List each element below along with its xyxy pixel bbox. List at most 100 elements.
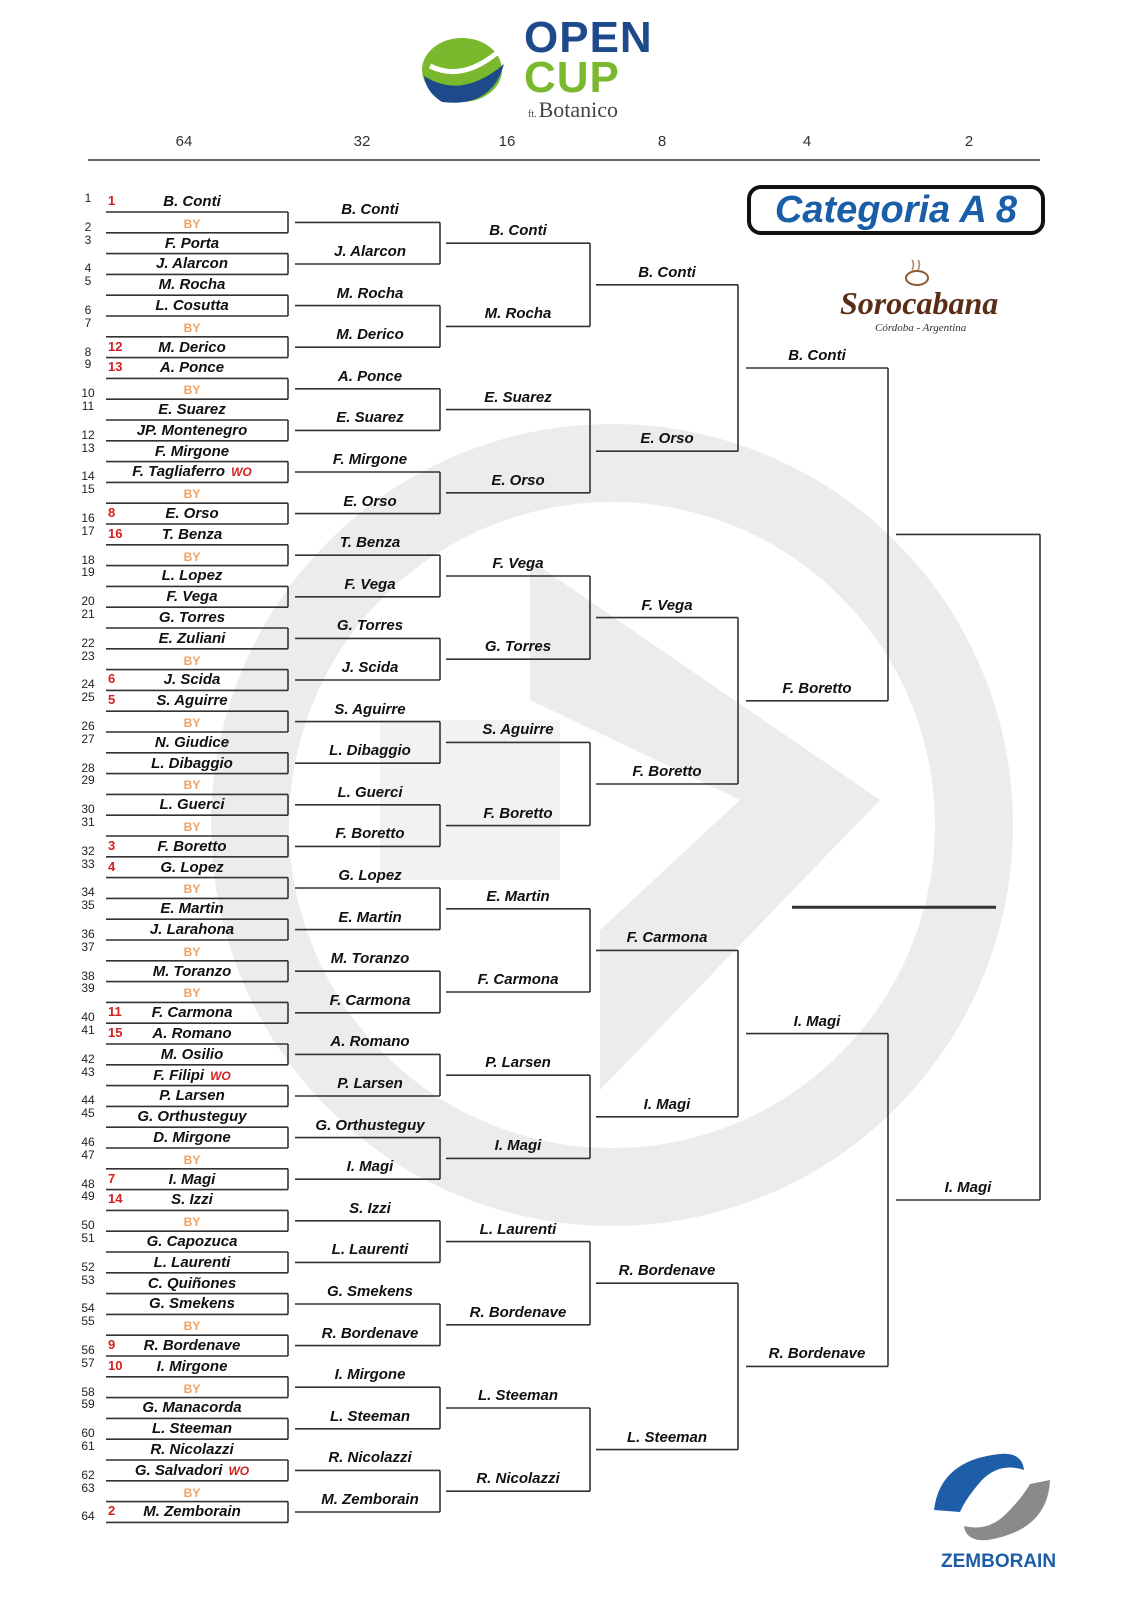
zemborain-logo-icon — [934, 1453, 1050, 1541]
walkover-badge: WO — [228, 1463, 250, 1478]
seed-number: 9 — [108, 1337, 116, 1352]
draw-slot-number: 38 — [81, 968, 95, 983]
r32-player-name: E. Martin — [338, 908, 402, 926]
bye-label: BY — [183, 1152, 201, 1167]
bye-label: BY — [183, 1485, 201, 1500]
seed-number: 13 — [108, 359, 123, 375]
logo-open-text: OPEN — [524, 13, 653, 62]
draw-slot-number: 64 — [81, 1509, 95, 1524]
draw-slot-number: 28 — [81, 760, 95, 775]
r64-player-name: J. Scida — [163, 671, 221, 689]
r32-player-name: F. Boretto — [335, 825, 405, 843]
r16-player-name: E. Suarez — [484, 388, 552, 406]
r32-player-name: B. Conti — [341, 201, 399, 219]
draw-slot-number: 53 — [81, 1272, 95, 1287]
r32-player-name: I. Magi — [346, 1158, 394, 1176]
r32-player-name: J. Alarcon — [334, 243, 406, 260]
draw-slot-number: 25 — [81, 690, 95, 705]
r4-player-name: R. Bordenave — [768, 1345, 866, 1363]
logo-cup-text: CUP — [524, 53, 620, 102]
seed-number: 8 — [108, 505, 116, 520]
r64-player-name: M. Zemborain — [143, 1503, 241, 1521]
bye-label: BY — [183, 716, 201, 730]
draw-slot-number: 16 — [81, 511, 95, 525]
draw-slot-number: 30 — [81, 802, 95, 817]
r64-player-name: S. Izzi — [171, 1191, 213, 1209]
r64-player-name: F. Boretto — [157, 837, 227, 855]
category-title: Categoria A 8 — [774, 188, 1018, 231]
r64-player-name: JP. Montenegro — [136, 421, 248, 439]
r8-player-name: E. Orso — [640, 430, 694, 448]
r16-player-name: F. Vega — [492, 555, 544, 572]
r16-player-name: P. Larsen — [485, 1054, 551, 1072]
r4-player-name: I. Magi — [793, 1012, 841, 1030]
r16-player-name: S. Aguirre — [482, 721, 554, 739]
bye-label: BY — [183, 986, 201, 1001]
draw-slot-number: 20 — [81, 594, 95, 609]
r8-player-name: L. Steeman — [626, 1428, 708, 1446]
draw-slot-number: 36 — [81, 927, 95, 941]
draw-slot-number: 63 — [81, 1480, 95, 1495]
r32-player-name: L. Steeman — [329, 1407, 411, 1425]
round-header-2: 2 — [964, 133, 974, 150]
r16-player-name: R. Bordenave — [469, 1303, 567, 1321]
seed-number: 15 — [108, 1025, 123, 1040]
seed-number: 4 — [108, 858, 116, 874]
seed-number: 14 — [108, 1191, 123, 1207]
r16-player-name: E. Martin — [486, 887, 550, 905]
draw-slot-number: 52 — [81, 1259, 95, 1274]
bye-label: BY — [183, 549, 201, 564]
r64-player-name: M. Rocha — [158, 276, 226, 294]
r64-player-name: L. Steeman — [151, 1420, 233, 1438]
bye-label: BY — [183, 383, 201, 398]
r16-player-name: L. Laurenti — [479, 1220, 557, 1238]
r16-player-name: E. Orso — [491, 471, 545, 489]
r32-player-name: M. Derico — [336, 326, 404, 344]
draw-slot-number: 3 — [84, 232, 92, 247]
r32-player-name: E. Orso — [343, 492, 397, 510]
r64-player-name: F. Vega — [166, 588, 218, 606]
bye-label: BY — [183, 216, 201, 231]
r64-player-name: G. Lopez — [160, 858, 224, 876]
r16-player-name: F. Boretto — [483, 804, 553, 822]
draw-slot-number: 12 — [81, 427, 95, 442]
r16-player-name: L. Steeman — [477, 1387, 559, 1404]
draw-slot-number: 62 — [81, 1467, 95, 1482]
draw-slot-number: 56 — [81, 1343, 95, 1357]
r32-player-name: M. Zemborain — [321, 1491, 419, 1508]
category-badge: Categoria A 8 — [747, 185, 1045, 235]
r64-player-name: E. Martin — [160, 900, 224, 918]
seed-number: 6 — [108, 671, 116, 687]
r16-player-name: R. Nicolazzi — [476, 1470, 560, 1488]
r32-player-name: I. Mirgone — [334, 1366, 406, 1384]
r4-player-name: F. Boretto — [782, 679, 852, 697]
r64-player-name: R. Nicolazzi — [150, 1441, 234, 1458]
r64-player-name: C. Quiñones — [147, 1274, 237, 1292]
draw-slot-number: 14 — [81, 469, 95, 484]
logo-botanico-text: ft.Botanico — [528, 97, 618, 123]
draw-slot-number: 43 — [81, 1064, 95, 1079]
r32-player-name: S. Aguirre — [334, 700, 406, 718]
r64-player-name: F. Carmona — [151, 1004, 233, 1022]
draw-slot-number: 4 — [84, 261, 92, 276]
logo-ft-text: ft. — [528, 109, 537, 120]
draw-slot-number: 26 — [81, 719, 95, 733]
seed-number: 11 — [108, 1004, 122, 1020]
r64-player-name: J. Larahona — [149, 921, 235, 938]
draw-slot-number: 9 — [84, 357, 92, 372]
r64-player-name: E. Zuliani — [158, 629, 226, 647]
r64-player-name: N. Giudice — [154, 733, 230, 751]
r16-player-name: G. Torres — [484, 638, 552, 656]
r32-player-name: G. Smekens — [327, 1283, 413, 1300]
draw-slot-number: 48 — [81, 1176, 95, 1191]
r8-player-name: R. Bordenave — [618, 1262, 716, 1280]
r64-player-name: L. Guerci — [159, 796, 225, 814]
draw-slot-number: 51 — [81, 1231, 95, 1245]
draw-slot-number: 37 — [81, 939, 95, 954]
r64-player-name: A. Ponce — [159, 359, 225, 377]
footer-brand: ZEMBORAIN — [941, 1551, 1057, 1572]
